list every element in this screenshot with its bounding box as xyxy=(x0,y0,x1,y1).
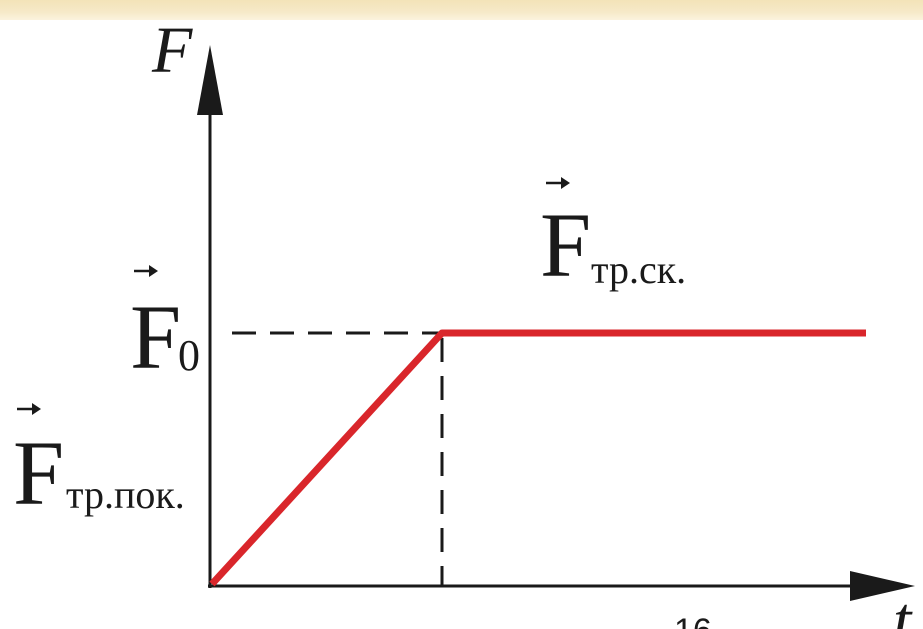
kinetic-friction-letter: F xyxy=(540,194,591,296)
static-friction-subscript: тр.пок. xyxy=(66,472,185,517)
label-f0: F 0 xyxy=(130,265,200,388)
f0-subscript: 0 xyxy=(178,331,200,380)
vector-arrow-head-icon xyxy=(561,177,570,189)
x-axis-arrow-icon xyxy=(850,571,915,601)
y-axis-arrow-icon xyxy=(197,45,223,115)
label-kinetic-friction: F тр.ск. xyxy=(540,177,686,296)
vector-arrow-head-icon xyxy=(149,265,158,277)
label-static-friction: F тр.пок. xyxy=(13,403,185,524)
page-number: 16 xyxy=(674,612,712,629)
static-friction-letter: F xyxy=(13,422,64,524)
f0-letter: F xyxy=(130,286,181,388)
top-decor-band xyxy=(0,0,923,20)
vector-arrow-head-icon xyxy=(32,403,41,415)
x-axis-label: t xyxy=(893,584,913,629)
kinetic-friction-subscript: тр.ск. xyxy=(591,247,686,292)
friction-force-curve xyxy=(209,329,866,587)
y-axis-label: F xyxy=(151,14,193,87)
